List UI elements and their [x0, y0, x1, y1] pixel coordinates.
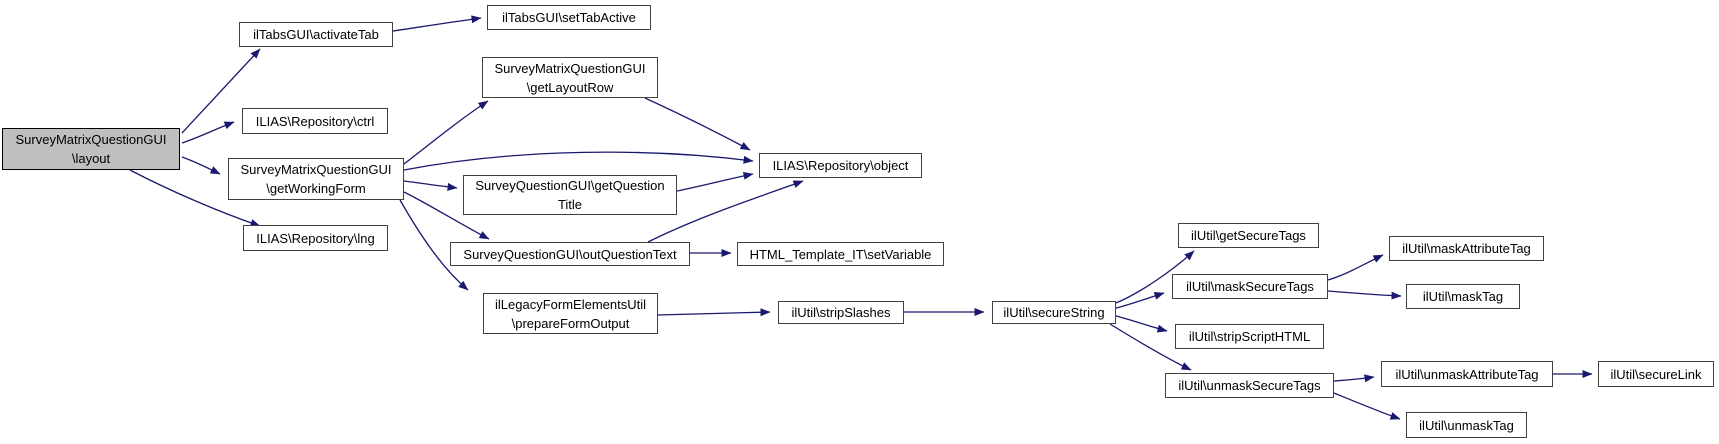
- node-maskTag[interactable]: ilUtil\maskTag: [1406, 284, 1520, 309]
- edge-layout-lng: [129, 169, 261, 227]
- edge-layout-activateTab: [181, 48, 261, 134]
- edge-prepareFormOutput-stripSlashes: [657, 308, 771, 317]
- edge-getWorkingForm-outQuestionText: [403, 191, 490, 240]
- edge-layout-ctrl: [181, 121, 235, 144]
- edge-secureString-stripScriptHTML: [1115, 315, 1168, 333]
- node-stripScriptHTML[interactable]: ilUtil\stripScriptHTML: [1175, 324, 1324, 349]
- node-getWorkingForm[interactable]: SurveyMatrixQuestionGUI \getWorkingForm: [228, 158, 404, 200]
- node-getLayoutRow[interactable]: SurveyMatrixQuestionGUI \getLayoutRow: [482, 57, 658, 98]
- edge-unmaskSecureTags-unmaskTag: [1333, 392, 1401, 420]
- edge-layout-getWorkingForm: [181, 156, 221, 175]
- node-stripSlashes[interactable]: ilUtil\stripSlashes: [778, 301, 904, 324]
- edge-unmaskSecureTags-unmaskAttributeTag: [1333, 374, 1375, 383]
- node-unmaskAttributeTag[interactable]: ilUtil\unmaskAttributeTag: [1381, 361, 1553, 387]
- edge-getQuestionTitle-object: [676, 171, 754, 192]
- node-lng[interactable]: ILIAS\Repository\lng: [243, 225, 388, 251]
- node-maskAttributeTag[interactable]: ilUtil\maskAttributeTag: [1389, 236, 1544, 261]
- edge-outQuestionText-object: [647, 180, 804, 243]
- node-secureLink[interactable]: ilUtil\secureLink: [1598, 361, 1714, 387]
- edge-maskSecureTags-maskAttributeTag: [1327, 254, 1384, 281]
- edge-secureString-maskSecureTags: [1115, 292, 1165, 309]
- node-ctrl[interactable]: ILIAS\Repository\ctrl: [242, 108, 388, 134]
- node-setVariable[interactable]: HTML_Template_IT\setVariable: [737, 242, 944, 266]
- edge-getWorkingForm-getQuestionTitle: [403, 180, 458, 191]
- node-setTabActive[interactable]: ilTabsGUI\setTabActive: [487, 5, 651, 30]
- edge-secureString-getSecureTags: [1115, 250, 1195, 304]
- node-prepareFormOutput[interactable]: ilLegacyFormElementsUtil \prepareFormOut…: [483, 293, 658, 334]
- edge-secureString-unmaskSecureTags: [1109, 323, 1192, 371]
- node-getSecureTags[interactable]: ilUtil\getSecureTags: [1178, 223, 1319, 248]
- edge-getWorkingForm-object: [403, 151, 754, 171]
- edge-maskSecureTags-maskTag: [1327, 290, 1402, 300]
- node-secureString[interactable]: ilUtil\secureString: [992, 301, 1116, 324]
- node-unmaskSecureTags[interactable]: ilUtil\unmaskSecureTags: [1165, 373, 1334, 398]
- node-layout[interactable]: SurveyMatrixQuestionGUI \layout: [2, 128, 180, 170]
- node-object[interactable]: ILIAS\Repository\object: [759, 153, 922, 178]
- edge-getLayoutRow-object: [644, 97, 751, 151]
- node-unmaskTag[interactable]: ilUtil\unmaskTag: [1406, 412, 1527, 438]
- node-getQuestionTitle[interactable]: SurveyQuestionGUI\getQuestion Title: [463, 175, 677, 215]
- node-activateTab[interactable]: ilTabsGUI\activateTab: [239, 22, 393, 47]
- edge-getWorkingForm-getLayoutRow: [403, 100, 489, 165]
- edge-getWorkingForm-prepareFormOutput: [399, 199, 469, 291]
- node-maskSecureTags[interactable]: ilUtil\maskSecureTags: [1172, 274, 1328, 299]
- node-outQuestionText[interactable]: SurveyQuestionGUI\outQuestionText: [450, 242, 690, 266]
- edge-activateTab-setTabActive: [392, 15, 482, 32]
